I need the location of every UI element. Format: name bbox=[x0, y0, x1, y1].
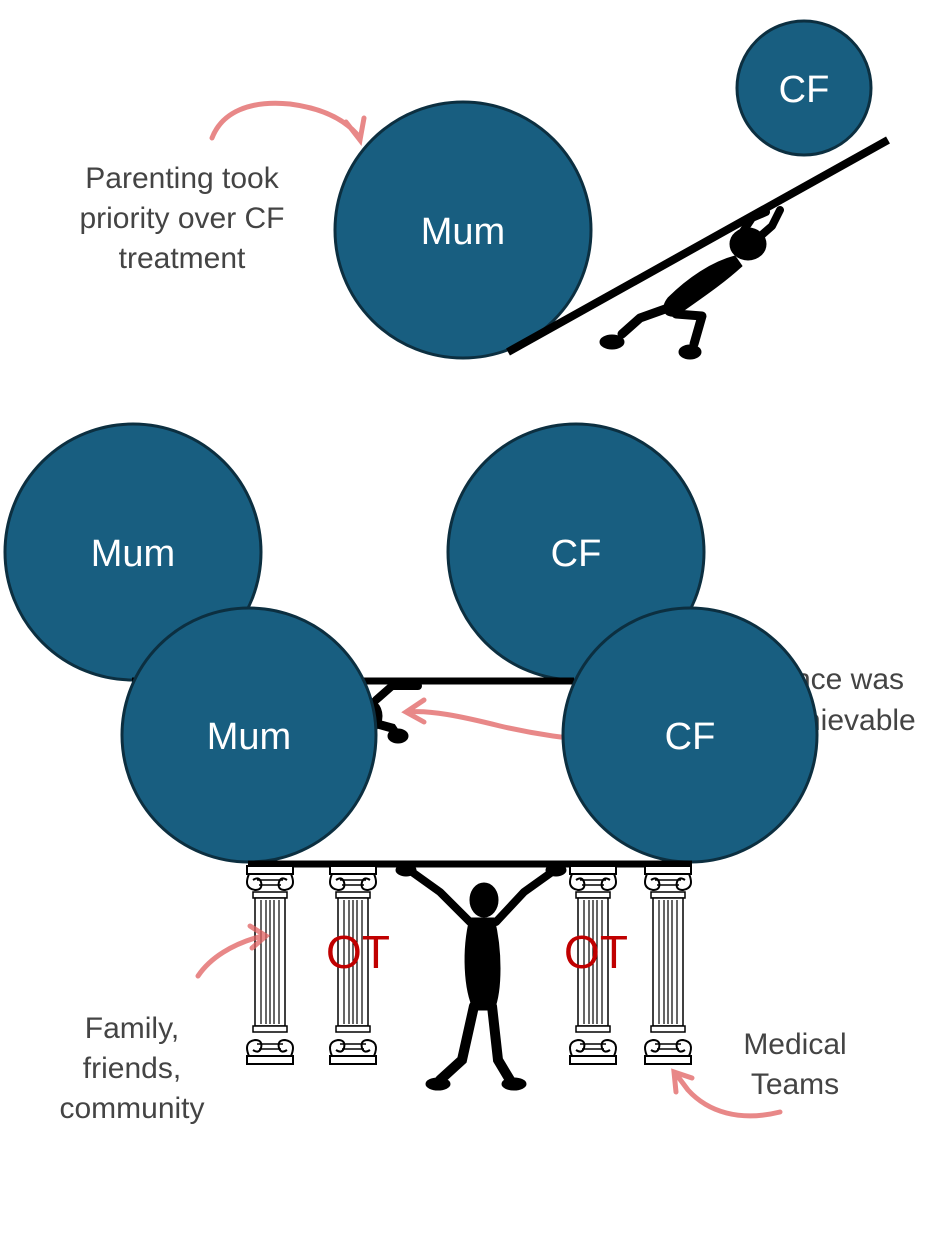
caption-line: Parenting took bbox=[85, 162, 279, 195]
caption-line: friends, bbox=[83, 1052, 181, 1085]
stick-figure-pushing-icon bbox=[599, 206, 784, 360]
caption-line: community bbox=[59, 1092, 204, 1125]
arrow-to-left-pillar-icon bbox=[195, 923, 271, 979]
caption-line: Teams bbox=[751, 1068, 839, 1101]
caption-parenting: Parenting took priority over CF treatmen… bbox=[79, 162, 284, 275]
cf-label: CF bbox=[551, 533, 602, 575]
pillar-icon bbox=[246, 865, 294, 1065]
caption-line: priority over CF bbox=[79, 202, 284, 235]
mum-label: Mum bbox=[91, 533, 175, 575]
panel-1-pushing-uphill: Parenting took priority over CF treatmen… bbox=[79, 19, 890, 360]
panel-3-supported: Mum CF OT OT Family, friends, community bbox=[59, 606, 847, 1125]
arrow-to-right-pillar-icon bbox=[671, 1068, 783, 1119]
mum-label: Mum bbox=[421, 211, 505, 253]
caption-line: Family, bbox=[85, 1012, 179, 1045]
caption-medical: Medical Teams bbox=[743, 1028, 846, 1101]
incline-plank bbox=[506, 136, 890, 356]
cf-circle bbox=[735, 19, 873, 157]
mum-label: Mum bbox=[207, 716, 291, 758]
mum-circle bbox=[333, 100, 593, 360]
stick-figure-lifting-icon bbox=[395, 863, 567, 1091]
cf-label: CF bbox=[779, 69, 830, 111]
pillar-icon bbox=[644, 865, 692, 1065]
arrow-to-mum-icon bbox=[209, 100, 367, 146]
cf-label: CF bbox=[665, 716, 716, 758]
caption-line: Medical bbox=[743, 1028, 846, 1061]
caption-line: treatment bbox=[119, 242, 246, 275]
caption-family: Family, friends, community bbox=[59, 1012, 204, 1125]
ot-label-left: OT bbox=[326, 926, 390, 978]
ot-label-right: OT bbox=[564, 926, 628, 978]
